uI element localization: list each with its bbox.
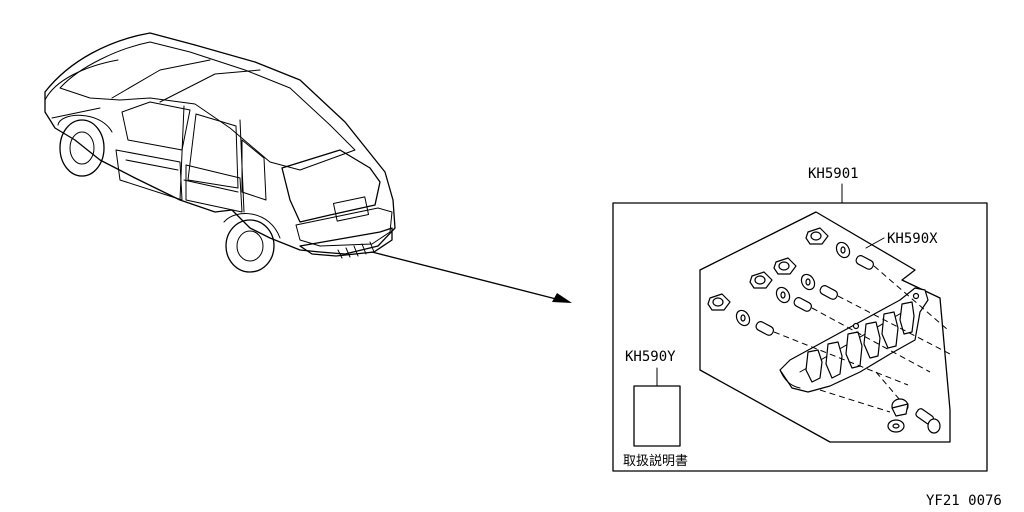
- pointer-arrow: [371, 251, 572, 303]
- fastener-leader-line: [865, 237, 885, 249]
- fastener-row-2: [773, 257, 839, 300]
- mud-guard-bracket: [779, 287, 929, 393]
- manual-caption: 取扱説明書: [623, 453, 688, 469]
- parts-tray-outline: [699, 211, 951, 443]
- vehicle-illustration: [44, 32, 396, 273]
- figure-code: YF21 0076: [926, 493, 1002, 509]
- detail-frame: [612, 202, 988, 472]
- manual-part-number: KH590Y: [625, 349, 676, 365]
- instruction-manual-icon: [633, 385, 681, 447]
- fastener-set-part-number: KH590X: [887, 231, 938, 247]
- fastener-row-4: [707, 293, 775, 336]
- assembly-projection-lines: [773, 265, 953, 413]
- fastener-row-1: [805, 227, 875, 270]
- kit-part-number: KH5901: [808, 166, 859, 182]
- fastener-row-3: [749, 271, 813, 312]
- bottom-screw-set: [887, 398, 941, 434]
